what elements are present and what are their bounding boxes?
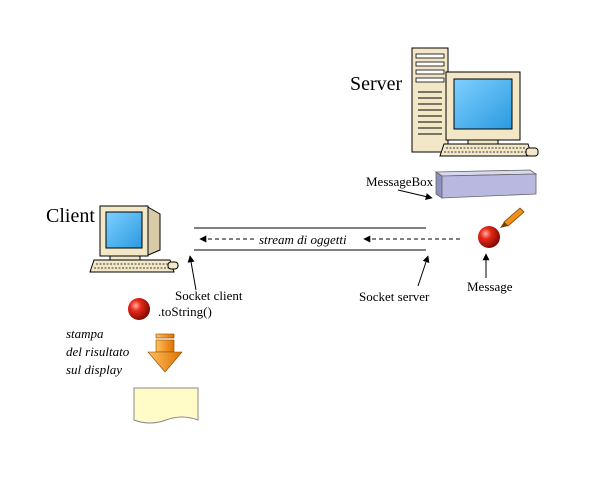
message-box-pointer — [397, 189, 433, 200]
client-computer-icon — [89, 205, 179, 273]
document-icon — [133, 387, 199, 424]
print-caption-line3: sul display — [66, 362, 122, 377]
print-caption-line1: stampa — [66, 326, 104, 341]
socket-client-pointer — [187, 255, 197, 291]
socket-server-pointer — [417, 255, 430, 287]
message-box-icon — [434, 169, 538, 199]
print-caption-line2: del risultato — [66, 344, 130, 359]
message-label: Message — [467, 279, 513, 294]
server-title: Server — [350, 73, 403, 95]
socket-client-label: Socket client — [175, 288, 243, 303]
socket-server-label: Socket server — [359, 289, 430, 304]
to-string-label: .toString() — [158, 304, 212, 319]
result-ball-icon — [128, 298, 150, 320]
stream-label: stream di oggetti — [259, 232, 347, 247]
server-computer-icon — [411, 47, 539, 157]
message-ball-icon — [478, 226, 500, 248]
down-arrow-icon — [147, 333, 183, 373]
client-title: Client — [46, 205, 95, 227]
pencil-arrow-icon — [500, 207, 525, 228]
message-box-label: MessageBox — [366, 174, 434, 189]
